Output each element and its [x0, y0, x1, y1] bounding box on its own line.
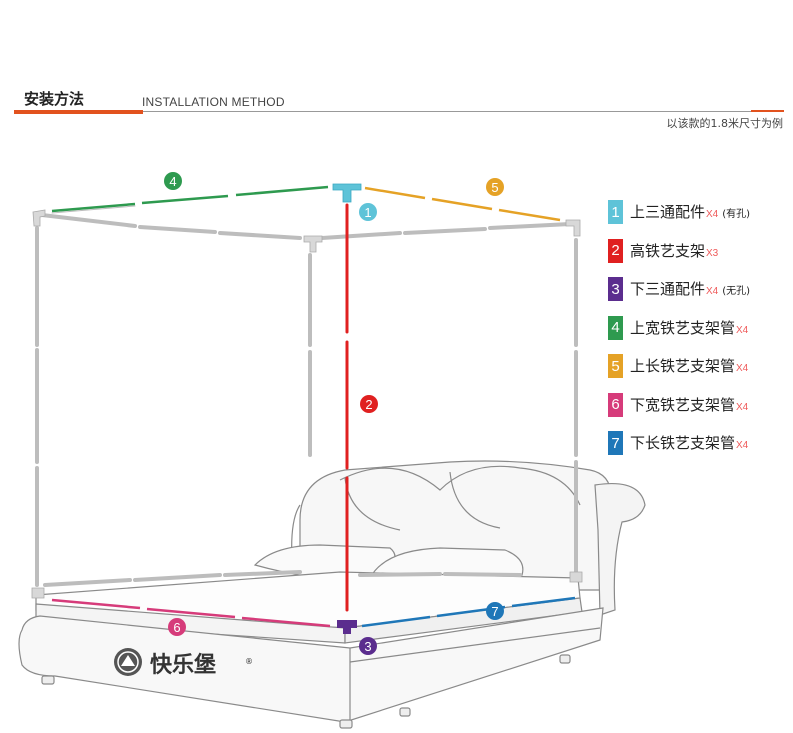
header-accent-bar — [14, 110, 143, 114]
legend-quantity: X4 — [706, 286, 719, 297]
legend-label: 下长铁艺支架管 — [630, 434, 736, 452]
parts-legend: 1 上三通配件X4(有孔) 2 高铁艺支架X3 3 下三通配件X4(无孔) 4 … — [608, 200, 750, 470]
legend-label: 上宽铁艺支架管 — [630, 318, 736, 337]
svg-text:6: 6 — [173, 620, 180, 635]
legend-number: 1 — [608, 200, 623, 224]
bed-illustration — [18, 460, 646, 729]
svg-text:3: 3 — [364, 639, 371, 654]
legend-item: 7 下长铁艺支架管X4 — [608, 431, 750, 470]
legend-quantity: X4 — [736, 440, 749, 451]
svg-text:1: 1 — [364, 205, 371, 220]
part-4-tubes — [51, 185, 329, 213]
part-4-tube-casing — [51, 205, 136, 214]
legend-label: 下三通配件 — [630, 280, 706, 298]
legend-quantity: X4 — [736, 363, 749, 374]
svg-text:5: 5 — [491, 180, 498, 195]
callout-6: 6 — [168, 618, 186, 636]
legend-label: 下宽铁艺支架管 — [630, 395, 736, 414]
brand-logo: 快乐堡 ® — [114, 648, 253, 678]
legend-item: 4 上宽铁艺支架管X4 — [608, 315, 750, 355]
svg-text:4: 4 — [169, 174, 176, 189]
corner-connectors — [31, 209, 583, 599]
legend-label: 高铁艺支架 — [630, 241, 706, 260]
legend-label: 上三通配件 — [630, 203, 706, 221]
legend-number: 5 — [608, 354, 623, 378]
legend-note: (有孔) — [722, 209, 751, 220]
legend-item: 5 上长铁艺支架管X4 — [608, 354, 750, 393]
callout-3: 3 — [359, 637, 377, 655]
legend-number: 6 — [608, 392, 623, 417]
callout-1: 1 — [359, 203, 377, 221]
callout-7: 7 — [486, 602, 504, 620]
part-6-tubes — [51, 598, 331, 628]
section-title: 安装方法 — [24, 90, 85, 108]
svg-text:2: 2 — [365, 397, 372, 412]
legend-note: (无孔) — [722, 286, 751, 297]
legend-number: 7 — [608, 431, 623, 455]
svg-text:7: 7 — [491, 604, 498, 619]
canopy-frame — [35, 213, 578, 587]
part-1-connector — [332, 183, 362, 203]
legend-item: 6 下宽铁艺支架管X4 — [608, 392, 750, 432]
legend-number: 2 — [608, 238, 623, 263]
legend-number: 3 — [608, 277, 623, 301]
brand-name: 快乐堡 — [150, 652, 216, 678]
header-divider — [14, 111, 784, 112]
callouts: 1 2 3 4 5 6 7 — [164, 172, 504, 655]
callout-4: 4 — [164, 172, 182, 190]
legend-item: 3 下三通配件X4(无孔) — [608, 277, 750, 316]
legend-quantity: X4 — [736, 401, 749, 413]
callout-5: 5 — [486, 178, 504, 196]
section-subtitle: INSTALLATION METHOD — [142, 95, 285, 109]
callout-2: 2 — [360, 395, 378, 413]
part-3-connector — [337, 620, 357, 634]
legend-quantity: X4 — [706, 209, 719, 220]
legend-number: 4 — [608, 315, 623, 340]
legend-item: 1 上三通配件X4(有孔) — [608, 200, 750, 239]
legend-quantity: X3 — [706, 247, 719, 259]
legend-quantity: X4 — [736, 324, 749, 336]
legend-label: 上长铁艺支架管 — [630, 357, 736, 375]
brand-registered-mark: ® — [245, 657, 253, 666]
header-accent-tick — [751, 110, 784, 112]
size-note: 以该款的1.8米尺寸为例 — [666, 117, 784, 130]
legend-item: 2 高铁艺支架X3 — [608, 238, 750, 278]
part-5-tubes — [364, 186, 561, 222]
